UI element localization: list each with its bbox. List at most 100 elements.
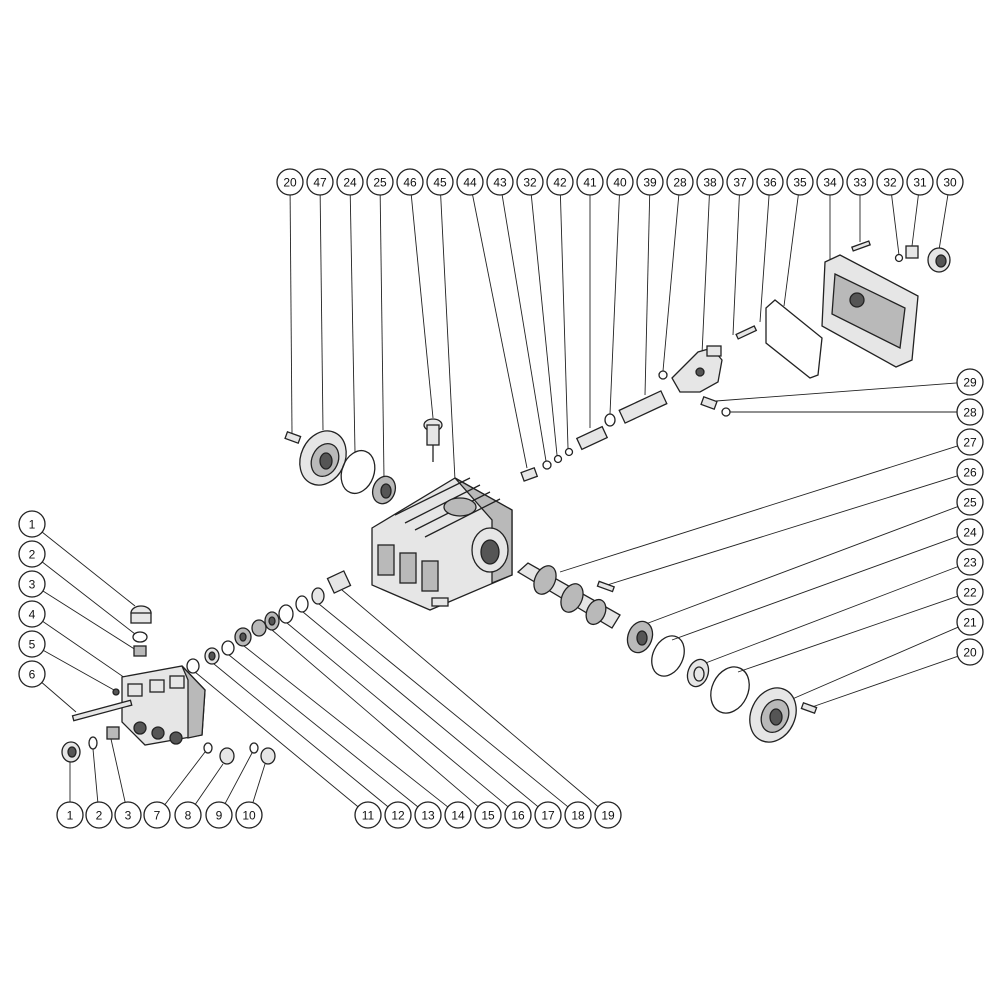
callout-balloon: 20 xyxy=(956,638,984,666)
callout-balloon: 24 xyxy=(956,518,984,546)
callout-number: 33 xyxy=(853,176,867,190)
gasket xyxy=(765,299,823,379)
callout-circle xyxy=(786,168,814,196)
leader-line-left_column-3 xyxy=(42,620,129,681)
callout-number: 39 xyxy=(643,176,657,190)
screw-33 xyxy=(851,240,871,252)
leader-line-left_column-2 xyxy=(42,590,137,651)
callout-number: 12 xyxy=(391,809,405,823)
leader-line-bottom_mid-8 xyxy=(341,589,599,807)
callout-balloon: 18 xyxy=(564,801,592,829)
callout-circle xyxy=(396,168,424,196)
callout-number: 6 xyxy=(29,668,36,682)
leader-line-left_column-1 xyxy=(41,561,136,635)
callout-balloon: 24 xyxy=(336,168,364,196)
callout-number: 23 xyxy=(963,556,977,570)
callout-balloon: 34 xyxy=(816,168,844,196)
leader-line-bottom_mid-3 xyxy=(243,645,449,808)
callout-circle xyxy=(114,801,142,829)
plug-8 xyxy=(219,747,235,765)
leader-line-left_column-4 xyxy=(43,649,115,691)
leader-line-right_column-2 xyxy=(559,445,958,573)
callout-circle xyxy=(816,168,844,196)
callout-balloon: 13 xyxy=(414,801,442,829)
leader-line-left_column-0 xyxy=(41,531,136,607)
leader-line-top_row-13 xyxy=(662,194,680,372)
callout-balloon: 33 xyxy=(846,168,874,196)
leader-line-bottom_left-3 xyxy=(164,751,206,805)
leader-line-top_row-17 xyxy=(783,194,799,307)
callout-circle xyxy=(56,801,84,829)
leader-line-top_row-22 xyxy=(938,194,949,251)
leader-line-top_row-9 xyxy=(559,194,569,449)
callout-balloon: 42 xyxy=(546,168,574,196)
callout-circle xyxy=(956,488,984,516)
callout-number: 26 xyxy=(963,466,977,480)
leader-line-right_column-9 xyxy=(811,655,958,708)
callout-balloon: 37 xyxy=(726,168,754,196)
callout-balloon: 25 xyxy=(366,168,394,196)
callout-balloon: 32 xyxy=(876,168,904,196)
oil-seal-right xyxy=(686,658,710,688)
callout-circle xyxy=(444,801,472,829)
callout-circle xyxy=(594,801,622,829)
rear-cover xyxy=(821,254,919,368)
callout-number: 20 xyxy=(963,646,977,660)
callout-number: 29 xyxy=(963,376,977,390)
callout-number: 25 xyxy=(963,496,977,510)
callout-balloon: 36 xyxy=(756,168,784,196)
callout-circle xyxy=(174,801,202,829)
callout-balloon: 30 xyxy=(936,168,964,196)
shim xyxy=(710,666,750,714)
leader-line-top_row-8 xyxy=(530,194,558,456)
callout-circle xyxy=(564,801,592,829)
leader-line-right_column-5 xyxy=(671,536,958,641)
callout-number: 13 xyxy=(421,809,435,823)
callout-balloon: 41 xyxy=(576,168,604,196)
oil-plug xyxy=(423,418,443,462)
callout-number: 2 xyxy=(96,809,103,823)
ring-32-right xyxy=(894,253,904,263)
callout-number: 45 xyxy=(433,176,447,190)
callout-number: 11 xyxy=(362,809,375,823)
callout-circle xyxy=(18,570,46,598)
callout-number: 38 xyxy=(703,176,717,190)
callout-number: 16 xyxy=(511,809,525,823)
bearing-cover-right xyxy=(749,687,797,743)
leader-line-top_row-7 xyxy=(501,194,547,462)
leader-line-right_column-0 xyxy=(715,382,958,402)
callout-circle xyxy=(143,801,171,829)
callout-circle xyxy=(546,168,574,196)
callout-balloon: 47 xyxy=(306,168,334,196)
callout-balloon: 39 xyxy=(636,168,664,196)
callout-circle xyxy=(336,168,364,196)
leader-line-left_column-5 xyxy=(41,682,77,713)
callout-number: 22 xyxy=(963,586,977,600)
callout-number: 27 xyxy=(963,436,977,450)
o-ring-right xyxy=(651,635,685,677)
callout-circle xyxy=(516,168,544,196)
plug-bottom xyxy=(61,741,81,763)
callout-circle xyxy=(456,168,484,196)
callout-circle xyxy=(504,801,532,829)
callout-balloon: 10 xyxy=(235,801,263,829)
callout-circle xyxy=(576,168,604,196)
callout-number: 41 xyxy=(583,176,597,190)
callout-number: 1 xyxy=(29,518,36,532)
callout-number: 44 xyxy=(463,176,477,190)
callout-number: 7 xyxy=(154,809,161,823)
callout-number: 10 xyxy=(242,809,256,823)
callout-circle xyxy=(486,168,514,196)
callout-number: 34 xyxy=(823,176,837,190)
callout-circle xyxy=(235,801,263,829)
callout-balloon: 8 xyxy=(174,801,202,829)
callout-circle xyxy=(85,801,113,829)
leader-line-top_row-12 xyxy=(644,194,651,396)
callout-balloon: 19 xyxy=(594,801,622,829)
callout-number: 14 xyxy=(451,809,465,823)
callout-number: 46 xyxy=(403,176,417,190)
callout-balloon: 26 xyxy=(956,458,984,486)
bearing-cover-left xyxy=(299,430,347,486)
callout-number: 43 xyxy=(493,176,507,190)
